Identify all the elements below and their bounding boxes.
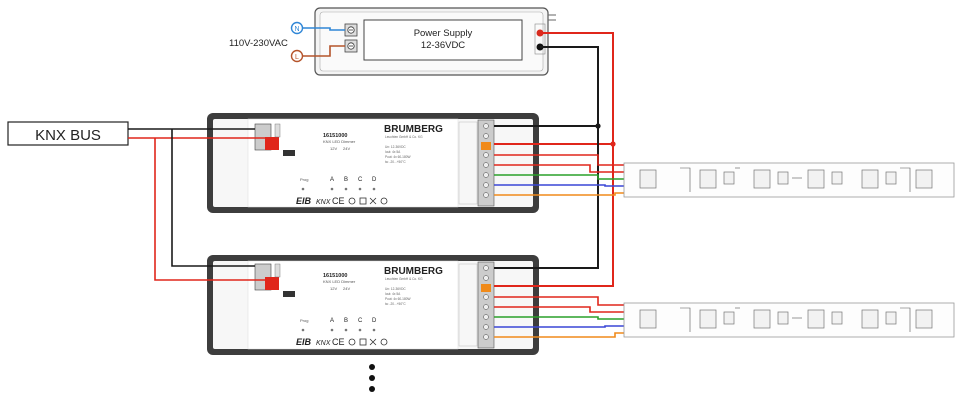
dimmer1-brand: BRUMBERG [384, 124, 443, 135]
wire-ps-negative [494, 46, 599, 127]
dimmer1-logo-knx: KNX [316, 199, 331, 206]
dimmer2-product: KNX LED Dimmer [323, 279, 356, 284]
wire-strip2-red [494, 296, 628, 306]
power-wiring [494, 32, 616, 287]
wire-strip1-blue [494, 184, 628, 187]
dimmer1-mark-12v: 12V [330, 146, 337, 151]
dimmer1-brand-sub: Leuchten GmbH & Co. KG [385, 135, 423, 139]
knx-bus: KNX BUS [7, 121, 129, 146]
power-supply: Power Supply 12-36VDC [314, 7, 556, 76]
led-wiring-1 [494, 154, 628, 196]
dimmer2-logo-eib: EIB [296, 337, 312, 347]
led-wiring-2 [494, 296, 628, 338]
wire-strip2-orange [494, 332, 628, 338]
power-supply-voltage: 12-36VDC [421, 40, 465, 51]
led-strip-2 [623, 302, 955, 338]
dimmer1-channel-c: C [358, 177, 363, 183]
dimmer2-spec-1: Iout: 4x 5A [385, 292, 401, 296]
wire-ps-positive [494, 32, 614, 145]
wire-strip2-green [494, 316, 628, 320]
line-terminal-mark [290, 49, 304, 63]
dimmer1-part-number: 16151000 [323, 133, 347, 139]
knx-bus-wiring [128, 128, 265, 281]
dimmer1-channel-d: D [372, 177, 377, 183]
dimmer1-spec-1: Iout: 4x 5A [385, 150, 401, 154]
wire-strip1-orange [494, 192, 628, 196]
dimmer1-logo-eib: EIB [296, 196, 312, 206]
dimmer1-spec-2: Pout: 4x 60-180W [385, 155, 411, 159]
dimmer-module-1: 16151000 KNX LED Dimmer 12V 24V BRUMBERG… [207, 113, 539, 213]
dimmer2-spec-0: Un: 12-36VDC [385, 287, 406, 291]
dimmer1-prog-led [301, 187, 305, 191]
wire-knx-red-loop [154, 138, 265, 281]
dimmer2-brand: BRUMBERG [384, 266, 443, 277]
dimmer2-mark-12v: 12V [330, 286, 337, 291]
dimmer2-prog: Prog [300, 318, 308, 323]
dimmer2-channel-c: C [358, 318, 363, 324]
wire-ps-negative-2 [494, 126, 599, 269]
dimmer1-cert-icons [348, 197, 388, 205]
dimmer1-channel-b: B [344, 177, 348, 183]
mains-input: 110V-230VAC N L [229, 21, 345, 63]
wire-strip1-green [494, 174, 628, 180]
neutral-terminal-mark [290, 21, 304, 35]
dimmer1-spec-0: Un: 12-36VDC [385, 145, 406, 149]
wire-knx-black-loop [171, 129, 255, 267]
continuation-dots [369, 364, 375, 392]
dimmer2-part-number: 16151000 [323, 273, 347, 279]
mains-label: 110V-230VAC [229, 38, 288, 49]
wire-strip1-red-b [494, 164, 628, 173]
dimmer1-logo-ce: CE [332, 196, 345, 206]
knx-bus-label: KNX BUS [35, 127, 101, 144]
dimmer-module-2: 16151000 KNX LED Dimmer 12V 24V BRUMBERG… [207, 255, 539, 355]
dimmer1-mark-24v: 24V [343, 146, 350, 151]
wire-strip2-blue [494, 325, 628, 328]
dimmer2-mark-24v: 24V [343, 286, 350, 291]
power-supply-title: Power Supply [414, 28, 473, 39]
dimmer2-brand-sub: Leuchten GmbH & Co. KG [385, 277, 423, 281]
dimmer1-product: KNX LED Dimmer [323, 139, 356, 144]
wire-strip2-red-b [494, 306, 628, 313]
line-mark-text: L [295, 54, 299, 61]
dimmer2-channel-a: A [330, 318, 334, 324]
wire-mains-neutral [303, 27, 345, 31]
dimmer2-logo-ce: CE [332, 337, 345, 347]
dimmer2-cert-icons [348, 338, 388, 346]
dimmer2-spec-3: ta: -20...+50°C [385, 302, 406, 306]
wire-mains-line [303, 45, 345, 57]
dimmer2-channel-d: D [372, 318, 377, 324]
dimmer2-spec-2: Pout: 4x 60-180W [385, 297, 411, 301]
dimmer1-prog: Prog [300, 177, 308, 182]
led-strip-1 [623, 162, 955, 198]
dimmer2-channel-b: B [344, 318, 348, 324]
neutral-mark-text: N [294, 26, 299, 33]
knx-bus-box [7, 121, 129, 146]
dimmer2-logo-knx: KNX [316, 340, 331, 347]
dimmer1-spec-3: ta: -20...+50°C [385, 160, 406, 164]
wire-strip1-red [494, 154, 628, 166]
wire-ps-positive-2 [494, 144, 614, 287]
dimmer1-channel-a: A [330, 177, 334, 183]
